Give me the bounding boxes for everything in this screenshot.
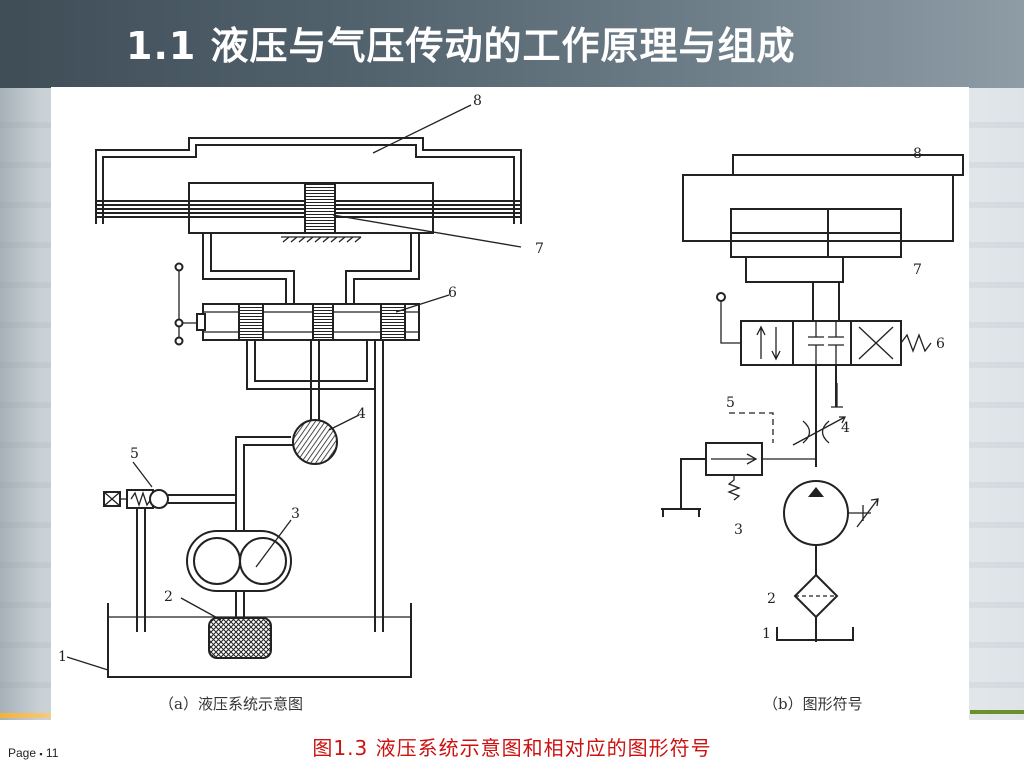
label-a-2: 2 [164,589,173,605]
symbol-table-top [732,154,964,176]
page-label: Page [8,746,37,760]
label-a-8: 8 [473,93,482,109]
caption-a: （a）液压系统示意图 [159,695,303,713]
label-a-6: 6 [448,285,457,301]
label-a-7: 7 [535,241,544,257]
hydraulic-figure: 8 7 6 4 5 3 2 1 8 7 6 5 4 3 2 1 （a）液压系统示… [51,87,969,723]
schematic-b [661,154,964,642]
label-b-3: 3 [734,522,743,538]
oil-tank [107,603,412,678]
page-separator: ▪ [39,749,43,759]
page-footer: Page ▪ 11 [8,746,58,760]
worktable-outline [95,137,522,224]
label-a-4: 4 [357,406,366,422]
throttle-valve [292,419,338,465]
accent-bar-green [970,710,1024,714]
symbol-pump [783,480,879,546]
label-b-2: 2 [767,591,776,607]
symbol-table [682,174,954,242]
symbol-directional-valve [716,292,932,366]
title-bar: 1.1 液压与气压传动的工作原理与组成 [0,0,1024,88]
label-b-5: 5 [726,395,735,411]
hydraulic-diagram-svg [66,104,964,678]
label-b-6: 6 [936,336,945,352]
caption-b: （b）图形符号 [763,695,863,713]
slide-title: 1.1 液压与气压传动的工作原理与组成 [126,24,796,68]
worktable-inner [102,144,515,224]
label-b-1: 1 [762,626,771,642]
symbol-relief-valve [661,412,816,517]
label-a-1: 1 [58,649,67,665]
filter [208,617,272,659]
gear-pump [186,497,292,618]
schematic-a [66,104,522,678]
label-b-7: 7 [913,262,922,278]
piston [304,182,336,234]
accent-bar-orange [0,713,60,718]
directional-valve [174,262,450,346]
cylinder [96,182,521,243]
symbol-tank [776,627,854,641]
label-a-3: 3 [291,506,300,522]
label-a-5: 5 [130,446,139,462]
label-b-8: 8 [913,146,922,162]
label-b-4: 4 [841,420,850,436]
relief-valve [103,461,236,632]
figure-caption: 图1.3 液压系统示意图和相对应的图形符号 [312,736,712,760]
page-number: 11 [45,746,59,760]
